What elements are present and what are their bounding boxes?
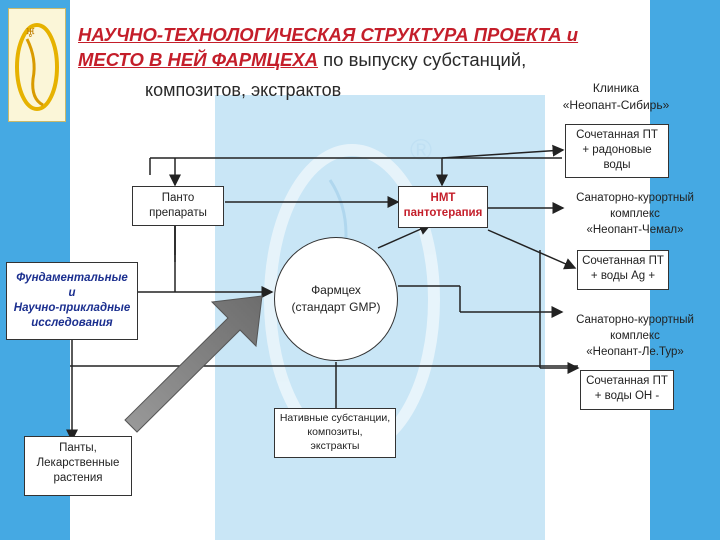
company-logo: ♅ <box>8 8 66 122</box>
node-radon-line1: Сочетанная ПТ <box>576 129 658 141</box>
node-pants-line1: Панты, <box>59 442 97 454</box>
node-fundamental-research: Фундаментальные и Научно-прикладные иссл… <box>6 262 138 340</box>
node-pants-line2: Лекарственные <box>36 457 120 469</box>
node-fundamental-line1: Фундаментальные <box>16 272 128 284</box>
node-letur-complex: Санаторно-курортный комплекс «Неопант-Ле… <box>560 312 710 360</box>
node-nmt-line2: пантотерапия <box>403 207 483 219</box>
node-oh-waters: Сочетанная ПТ + воды ОН - <box>580 370 674 410</box>
node-pharmceh: Фармцех (стандарт GMP) <box>274 237 398 361</box>
title-red-line2: МЕСТО В НЕЙ ФАРМЦЕХА <box>78 49 319 70</box>
node-chemal-complex: Санаторно-курортный комплекс «Неопант-Че… <box>560 190 710 238</box>
node-fundamental-line2: и <box>68 287 76 299</box>
node-nmt-line1: НМТ <box>430 192 456 204</box>
node-letur-line2: комплекс <box>610 330 660 342</box>
node-oh-line2: + воды ОН - <box>594 390 660 402</box>
node-ag-line2: + воды Ag + <box>590 270 656 282</box>
registered-mark: ® <box>410 134 432 167</box>
node-radon-waters: Сочетанная ПТ + радоновые воды <box>565 124 669 178</box>
big-arrow-shape <box>124 295 263 433</box>
node-fundamental-line4: исследования <box>31 317 113 329</box>
page-subtitle: композитов, экстрактов <box>145 80 342 100</box>
node-pharmceh-line1: Фармцех <box>311 283 361 297</box>
svg-text:♅: ♅ <box>25 26 36 40</box>
node-letur-line1: Санаторно-курортный <box>576 314 694 326</box>
node-native-line3: экстракты <box>310 440 360 452</box>
title-red-line1: НАУЧНО-ТЕХНОЛОГИЧЕСКАЯ СТРУКТУРА ПРОЕКТА… <box>78 24 579 45</box>
node-fundamental-line3: Научно-прикладные <box>13 302 131 314</box>
clinic-line2: «Неопант-Сибирь» <box>562 98 670 112</box>
node-ag-line1: Сочетанная ПТ <box>582 255 664 267</box>
page-title: НАУЧНО-ТЕХНОЛОГИЧЕСКАЯ СТРУКТУРА ПРОЕКТА… <box>78 22 578 72</box>
node-native-substances: Нативные субстанции, композиты, экстракт… <box>274 408 396 458</box>
node-ag-waters: Сочетанная ПТ + воды Ag + <box>577 250 669 290</box>
node-panto-line1: Панто <box>161 192 195 204</box>
node-panto-line2: препараты <box>149 207 207 219</box>
node-nmt-pantotherapy: НМТ пантотерапия <box>398 186 488 228</box>
title-tail: по выпуску субстанций, <box>318 49 527 70</box>
node-chemal-line1: Санаторно-курортный <box>576 192 694 204</box>
node-pharmceh-line2: (стандарт GMP) <box>291 300 381 314</box>
node-radon-line3: воды <box>603 159 631 171</box>
clinic-line1: Клиника <box>592 81 640 95</box>
node-pants-line3: растения <box>53 472 103 484</box>
clinic-label: Клиника «Неопант-Сибирь» <box>560 80 672 114</box>
node-chemal-line2: комплекс <box>610 208 660 220</box>
node-pants-plants: Панты, Лекарственные растения <box>24 436 132 496</box>
node-radon-line2: + радоновые <box>582 144 652 156</box>
node-panto-preparations: Панто препараты <box>132 186 224 226</box>
node-oh-line1: Сочетанная ПТ <box>586 375 668 387</box>
node-letur-line3: «Неопант-Ле.Тур» <box>586 346 684 358</box>
node-chemal-line3: «Неопант-Чемал» <box>586 224 684 236</box>
node-native-line1: Нативные субстанции, <box>279 412 391 424</box>
node-native-line2: композиты, <box>307 426 363 438</box>
